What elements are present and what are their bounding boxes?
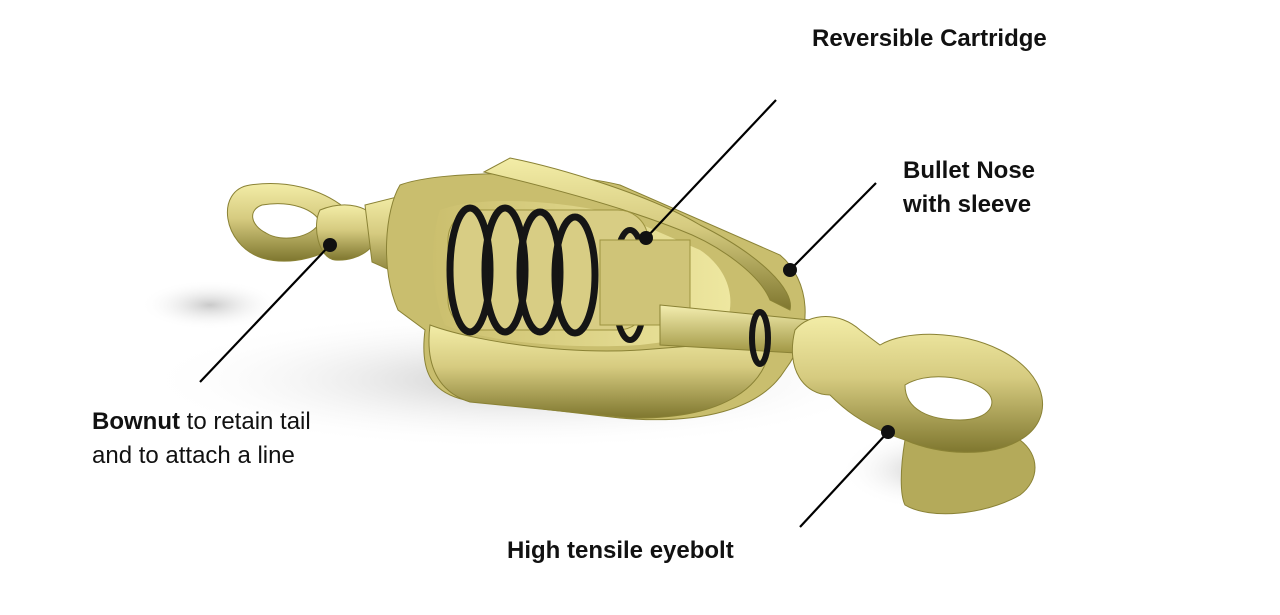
label-reversible-cartridge: Reversible Cartridge bbox=[812, 25, 1047, 52]
leader-dot-eyebolt bbox=[881, 425, 895, 439]
lower-shell bbox=[428, 324, 771, 419]
o-ring bbox=[516, 208, 564, 336]
label-bullet-nose-line1: Bullet Nose bbox=[903, 157, 1036, 184]
leader-dot-nose bbox=[783, 263, 797, 277]
o-ring bbox=[446, 204, 494, 336]
leader-line-eyebolt bbox=[799, 431, 889, 528]
high-tensile-eyebolt bbox=[791, 316, 1044, 515]
label-bownut: Bownut to retain tail and to attach a li… bbox=[92, 405, 311, 473]
left-eye-shadow bbox=[140, 280, 280, 330]
label-bownut-line2: and to attach a line bbox=[92, 442, 295, 469]
o-ring bbox=[551, 213, 599, 337]
leader-dot-bownut bbox=[323, 238, 337, 252]
reversible-cartridge bbox=[446, 204, 691, 343]
bullet-nose-sleeve bbox=[482, 157, 791, 311]
label-bullet-nose-line2: with sleeve bbox=[903, 191, 1032, 218]
leader-line-cartridge bbox=[645, 99, 777, 239]
label-bullet-nose: Bullet Nose with sleeve bbox=[903, 154, 1035, 222]
leader-dot-cartridge bbox=[639, 231, 653, 245]
label-bownut-desc: to retain tail bbox=[179, 408, 311, 435]
label-bownut-line1: Bownut to retain tail bbox=[92, 405, 311, 439]
label-high-tensile-eyebolt: High tensile eyebolt bbox=[507, 537, 734, 564]
bownut-eye bbox=[226, 183, 413, 281]
shaft-o-ring bbox=[749, 309, 771, 367]
o-ring bbox=[481, 204, 529, 336]
leader-line-nose bbox=[789, 182, 877, 271]
label-bownut-term: Bownut bbox=[92, 408, 180, 435]
leader-lines bbox=[199, 99, 895, 528]
leader-line-bownut bbox=[199, 244, 331, 383]
